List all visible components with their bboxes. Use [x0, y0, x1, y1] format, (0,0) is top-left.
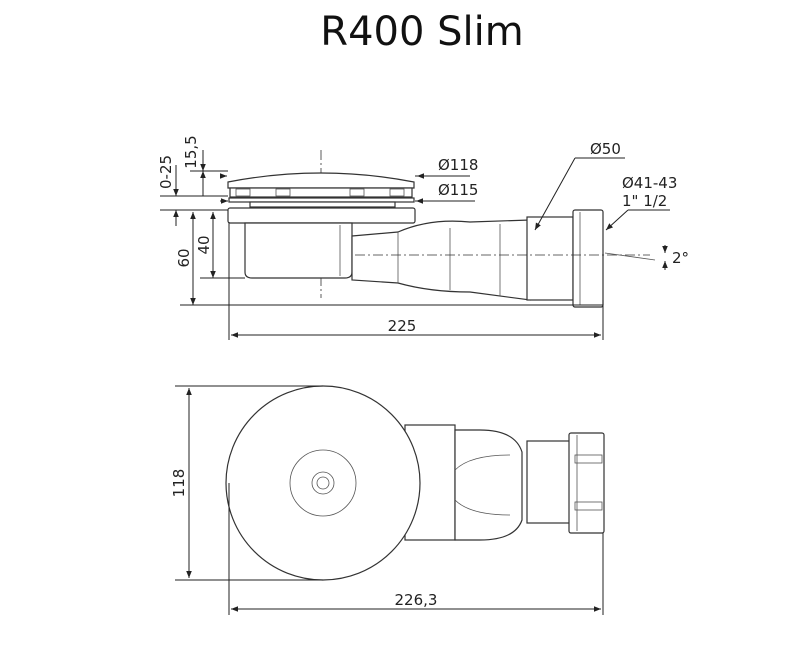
drain-cap	[227, 172, 415, 189]
dim-thread: 1" 1/2	[622, 192, 667, 210]
dim-118: 118	[170, 469, 188, 498]
dim-adjust: 0-25	[157, 155, 175, 189]
hose-section	[454, 429, 523, 541]
connector-nut-top	[568, 432, 605, 534]
connector-nut	[572, 209, 604, 308]
cap-screw	[311, 471, 335, 495]
dim-dia-41-43: Ø41-43	[622, 174, 677, 192]
dim-60: 60	[175, 248, 193, 267]
dim-225: 225	[388, 317, 417, 335]
dim-dia-50: Ø50	[590, 140, 621, 158]
drain-cap-top	[225, 385, 421, 581]
dim-226-3: 226,3	[395, 591, 438, 609]
dim-slope: 2°	[672, 249, 689, 267]
flange	[227, 207, 416, 224]
page-title: R400 Slim	[320, 9, 523, 55]
side-view: 0-25 15,5 Ø118 Ø115 Ø50 Ø41-43 1" 1/2 60…	[157, 135, 689, 340]
dim-dia-115: Ø115	[438, 181, 478, 199]
dim-cap-height: 15,5	[182, 135, 200, 168]
trap-connector	[526, 216, 574, 301]
drain-body	[244, 222, 353, 279]
dim-dia-118: Ø118	[438, 156, 478, 174]
cap-grate	[229, 187, 413, 198]
ring	[228, 197, 415, 203]
top-view: 118 226,3	[170, 385, 605, 615]
outlet-pipe	[351, 219, 531, 301]
trap-connector-top	[526, 440, 572, 524]
dim-40: 40	[195, 235, 213, 254]
cap-center-disc	[289, 449, 357, 517]
